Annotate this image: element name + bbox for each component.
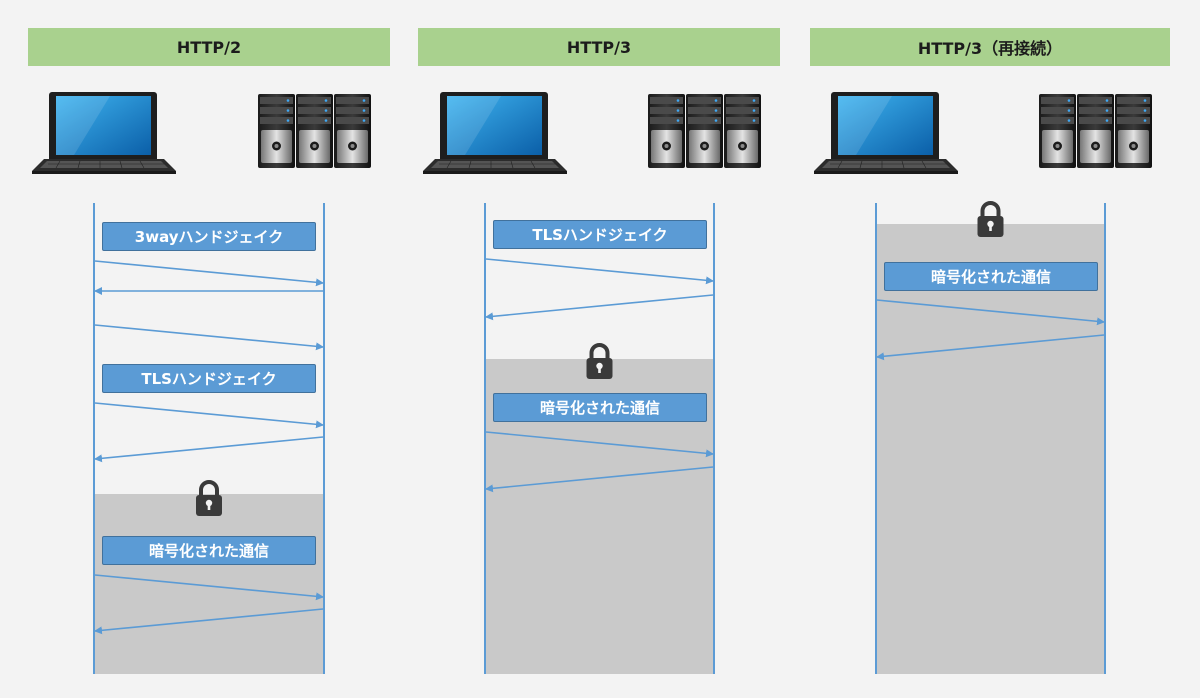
response-arrow — [485, 294, 714, 321]
step-label: 暗号化された通信 — [884, 262, 1098, 291]
response-arrow — [94, 436, 324, 463]
step-label: TLSハンドジェイク — [493, 220, 707, 249]
encrypted-zone — [94, 494, 324, 674]
request-arrow — [94, 260, 324, 287]
encrypted-zone — [876, 224, 1105, 674]
request-arrow — [485, 431, 714, 458]
step-label: TLSハンドジェイク — [102, 364, 316, 393]
column-header-http3: HTTP/3 — [418, 28, 780, 66]
laptop-icon — [813, 91, 959, 175]
server-rack-icon — [258, 94, 371, 168]
response-arrow — [876, 334, 1105, 361]
server-rack-icon — [648, 94, 761, 168]
column-header-http2: HTTP/2 — [28, 28, 390, 66]
server-rack-icon — [1039, 94, 1152, 168]
padlock-icon — [975, 201, 1006, 239]
step-label: 暗号化された通信 — [102, 536, 316, 565]
response-arrow — [94, 608, 324, 635]
step-label: 暗号化された通信 — [493, 393, 707, 422]
response-arrow — [485, 466, 714, 493]
request-arrow — [876, 299, 1105, 326]
request-arrow — [94, 574, 324, 601]
request-arrow — [94, 402, 324, 429]
padlock-icon — [584, 343, 615, 381]
column-header-http3-reconnect: HTTP/3（再接続） — [810, 28, 1170, 66]
request-arrow — [485, 258, 714, 285]
laptop-icon — [422, 91, 568, 175]
padlock-icon — [194, 480, 224, 518]
request-arrow — [94, 324, 324, 351]
laptop-icon — [31, 91, 177, 175]
step-label: 3wayハンドジェイク — [102, 222, 316, 251]
